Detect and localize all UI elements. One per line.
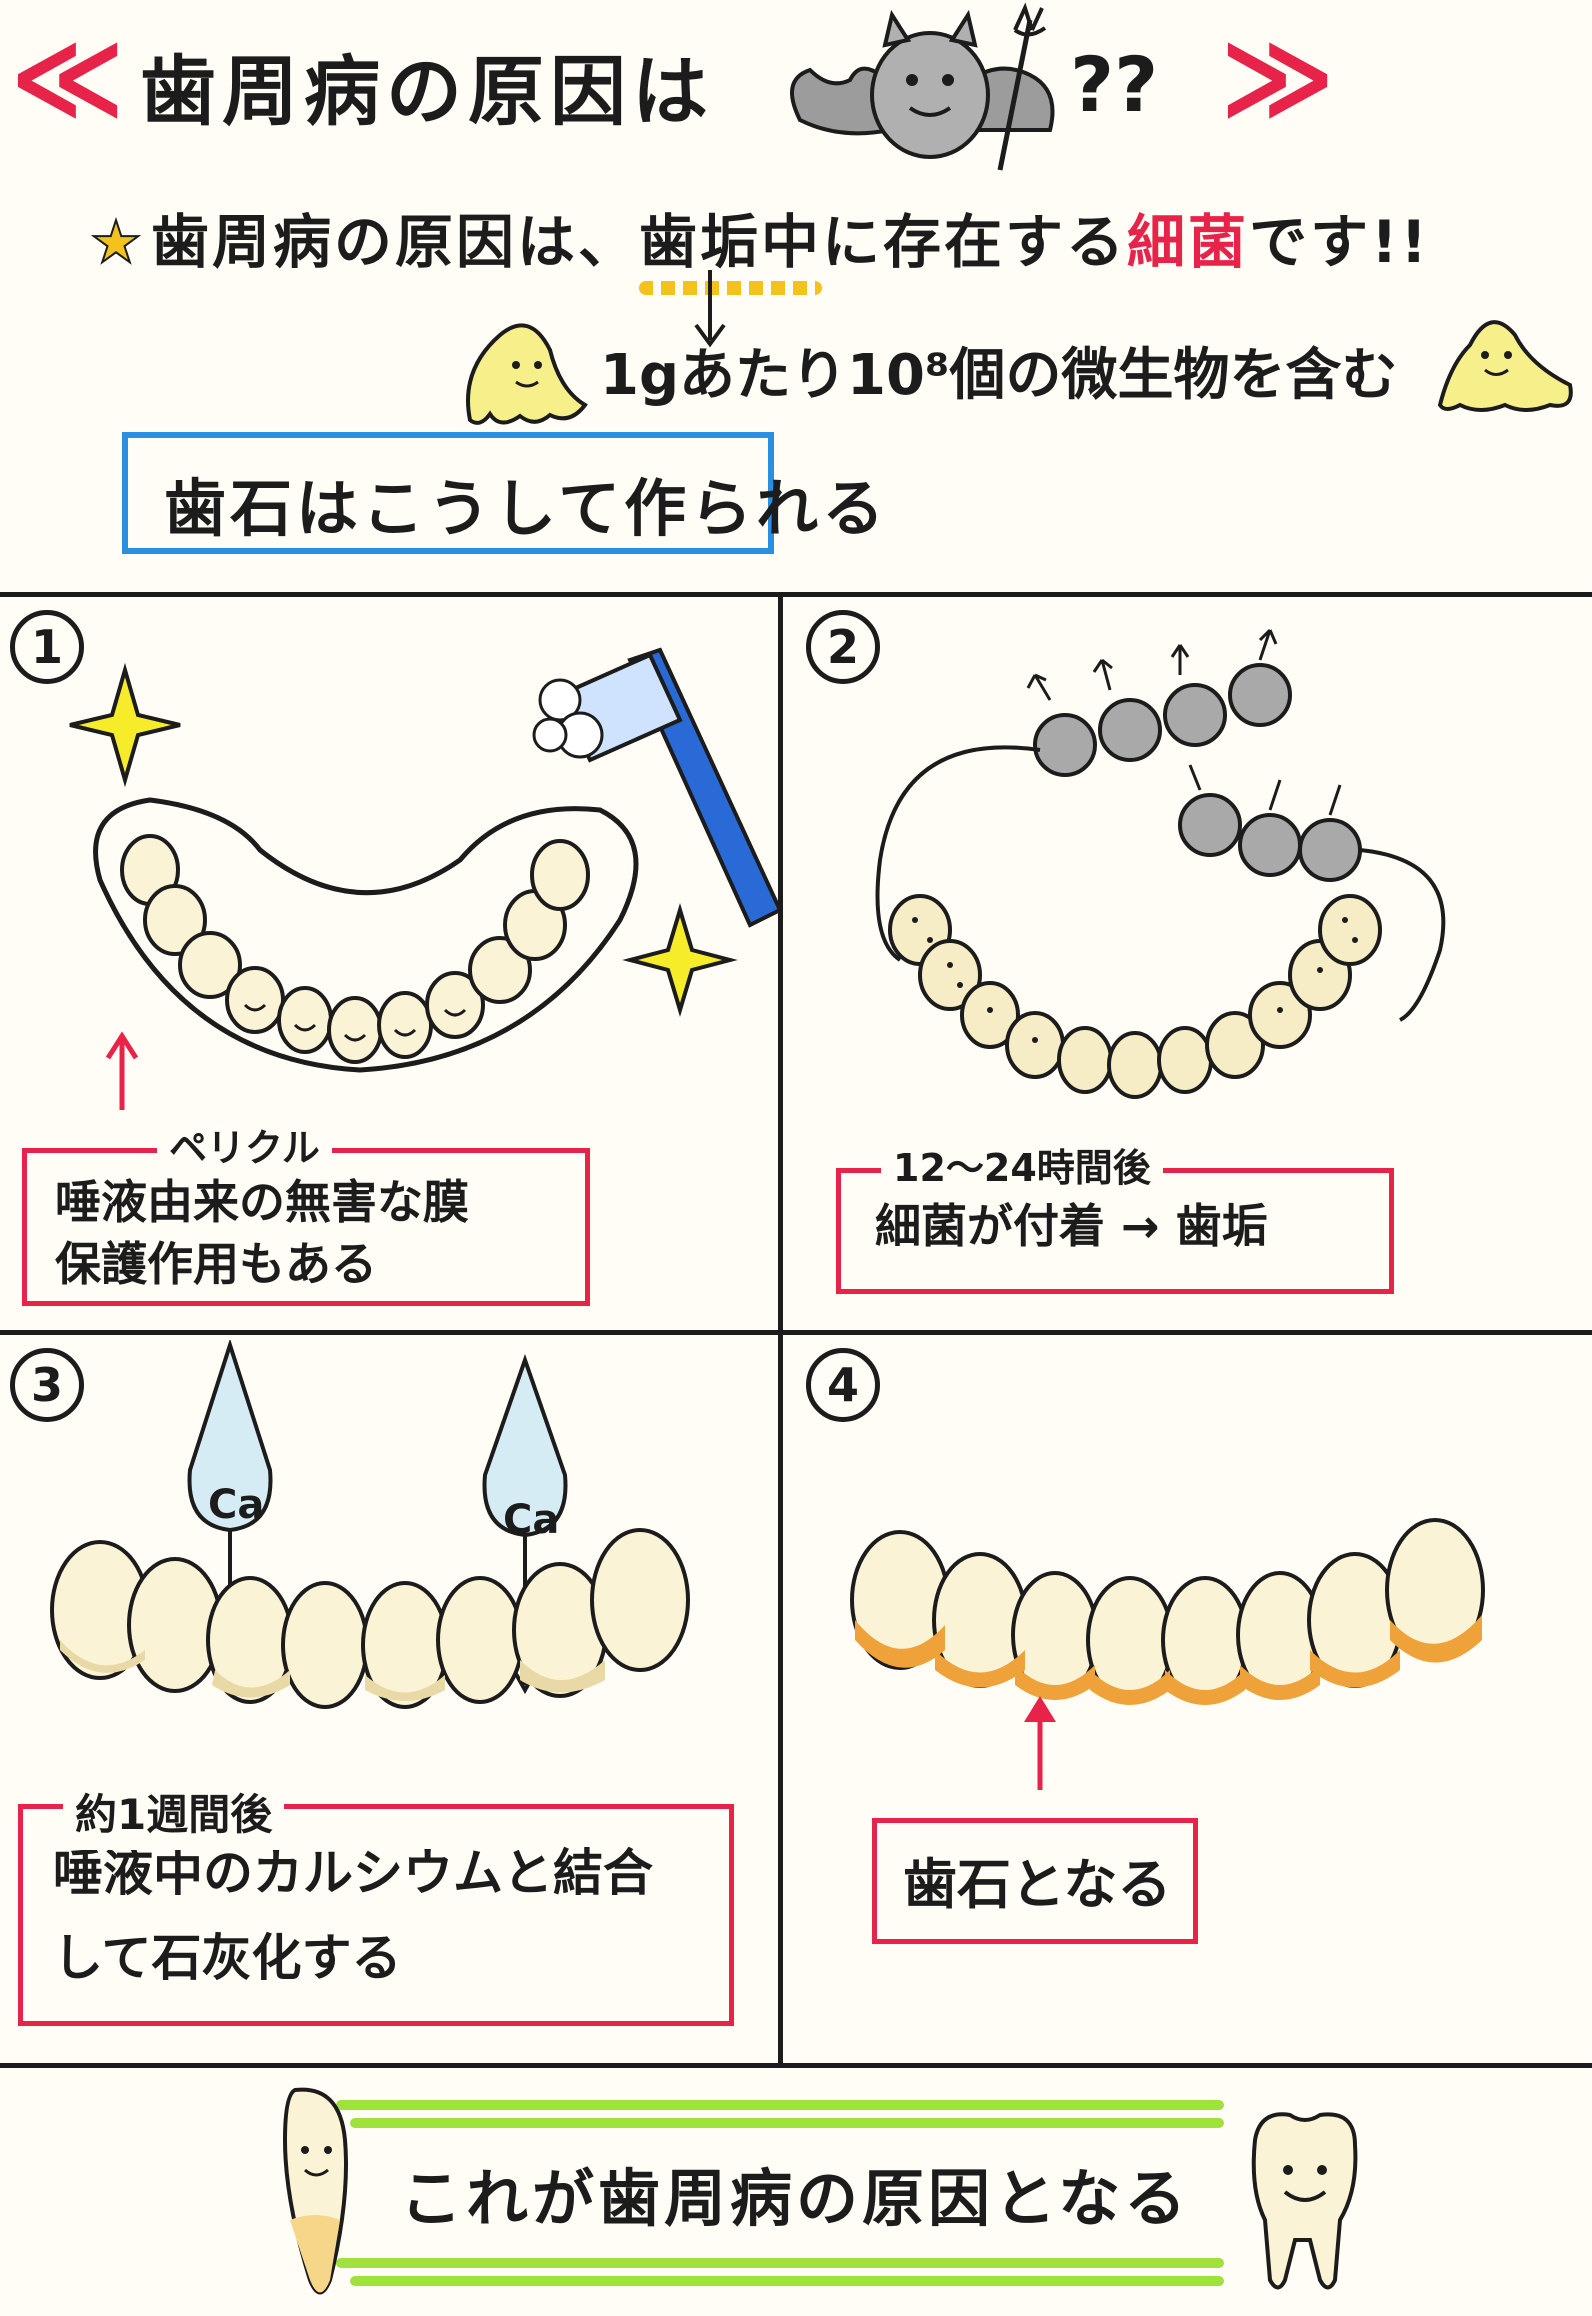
panel-3-tag: 約1週間後: [63, 1779, 285, 1851]
panel-2-line-1: 細菌が付着 → 歯垢: [875, 1199, 1268, 1253]
footer-bar-top-2: [350, 2118, 1224, 2128]
footer-bar-bottom-1: [336, 2258, 1224, 2268]
formation-title-box: 歯石はこうして作られる: [122, 432, 884, 554]
tooth-mascot-left-icon: [282, 2087, 348, 2295]
panel-2-illustration: [875, 628, 1446, 1099]
sparkle-icon: [622, 903, 738, 1017]
tartar-deposit-icon: [855, 1615, 1482, 1705]
title-question-marks: ??: [1070, 40, 1159, 129]
panel-3-drop-label-left: Ca: [208, 1482, 265, 1528]
panel-3-line-1: 唾液中のカルシウムと結合: [53, 1844, 653, 1902]
lead-part-1: 歯周病の原因は、: [151, 208, 640, 276]
devil-mascot-icon: [790, 2, 1055, 171]
panel-3-line-2: して石灰化する: [53, 1929, 402, 1987]
lead-part-3: です!!: [1249, 208, 1430, 276]
down-arrow-icon: [694, 270, 726, 348]
panel-2-tag: 12〜24時間後: [881, 1143, 1163, 1195]
panel-1-line-1: 唾液由来の無害な膜: [55, 1175, 469, 1229]
footer-conclusion: これが歯周病の原因となる: [400, 2162, 1191, 2235]
panel-2-number: 2: [806, 610, 880, 684]
panel-3-caption: 約1週間後 唾液中のカルシウムと結合 して石灰化する: [18, 1779, 734, 2026]
lead-bacteria-term: 細菌: [1127, 208, 1250, 276]
toothbrush-icon: [532, 647, 780, 928]
panel-4-illustration: [850, 1518, 1485, 1790]
lead-part-2: に存在する: [822, 208, 1128, 276]
panel-1-illustration: [69, 647, 780, 1110]
bacteria-cluster-icon: [1033, 663, 1362, 882]
panel-1-line-2: 保護作用もある: [55, 1237, 377, 1292]
ghost-left-icon: [466, 323, 588, 425]
grid-line-bottom: [0, 2063, 1592, 2068]
footer-bar-top-1: [336, 2100, 1224, 2110]
sparkle-icon: [69, 662, 181, 788]
microbe-count-note: 1gあたり10⁸個の微生物を含む: [600, 343, 1398, 408]
page-title: 歯周病の原因は: [140, 47, 714, 136]
panel-1-number: 1: [10, 610, 84, 684]
panel-1-caption: ペリクル 唾液由来の無害な膜 保護作用もある: [22, 1123, 590, 1306]
grid-line-vertical: [778, 592, 783, 2068]
grid-line-middle: [0, 1330, 1592, 1335]
chevron-right-decoration: ≫: [1220, 13, 1335, 141]
panel-4-line-1: 歯石となる: [903, 1853, 1172, 1916]
panel-1-tag: ペリクル: [157, 1123, 332, 1175]
panel-3-illustration: [50, 1340, 690, 1709]
panel-2-caption: 12〜24時間後 細菌が付着 → 歯垢: [836, 1143, 1394, 1294]
tooth-mascot-right-icon: [1251, 2112, 1358, 2290]
ghost-right-icon: [1437, 320, 1573, 412]
panel-3-number: 3: [10, 1348, 84, 1422]
lead-plaque-term: 歯垢中: [639, 195, 823, 295]
lead-sentence: ★歯周病の原因は、歯垢中に存在する細菌です!!: [89, 195, 1430, 295]
panel-4-caption: 歯石となる: [872, 1818, 1198, 1944]
chevron-left-decoration: ≪: [10, 13, 125, 141]
footer-bar-bottom-2: [350, 2276, 1224, 2286]
star-icon: ★: [89, 207, 145, 277]
panel-4-number: 4: [806, 1348, 880, 1422]
panel-3-drop-label-right: Ca: [503, 1497, 560, 1543]
grid-line-top: [0, 592, 1592, 597]
